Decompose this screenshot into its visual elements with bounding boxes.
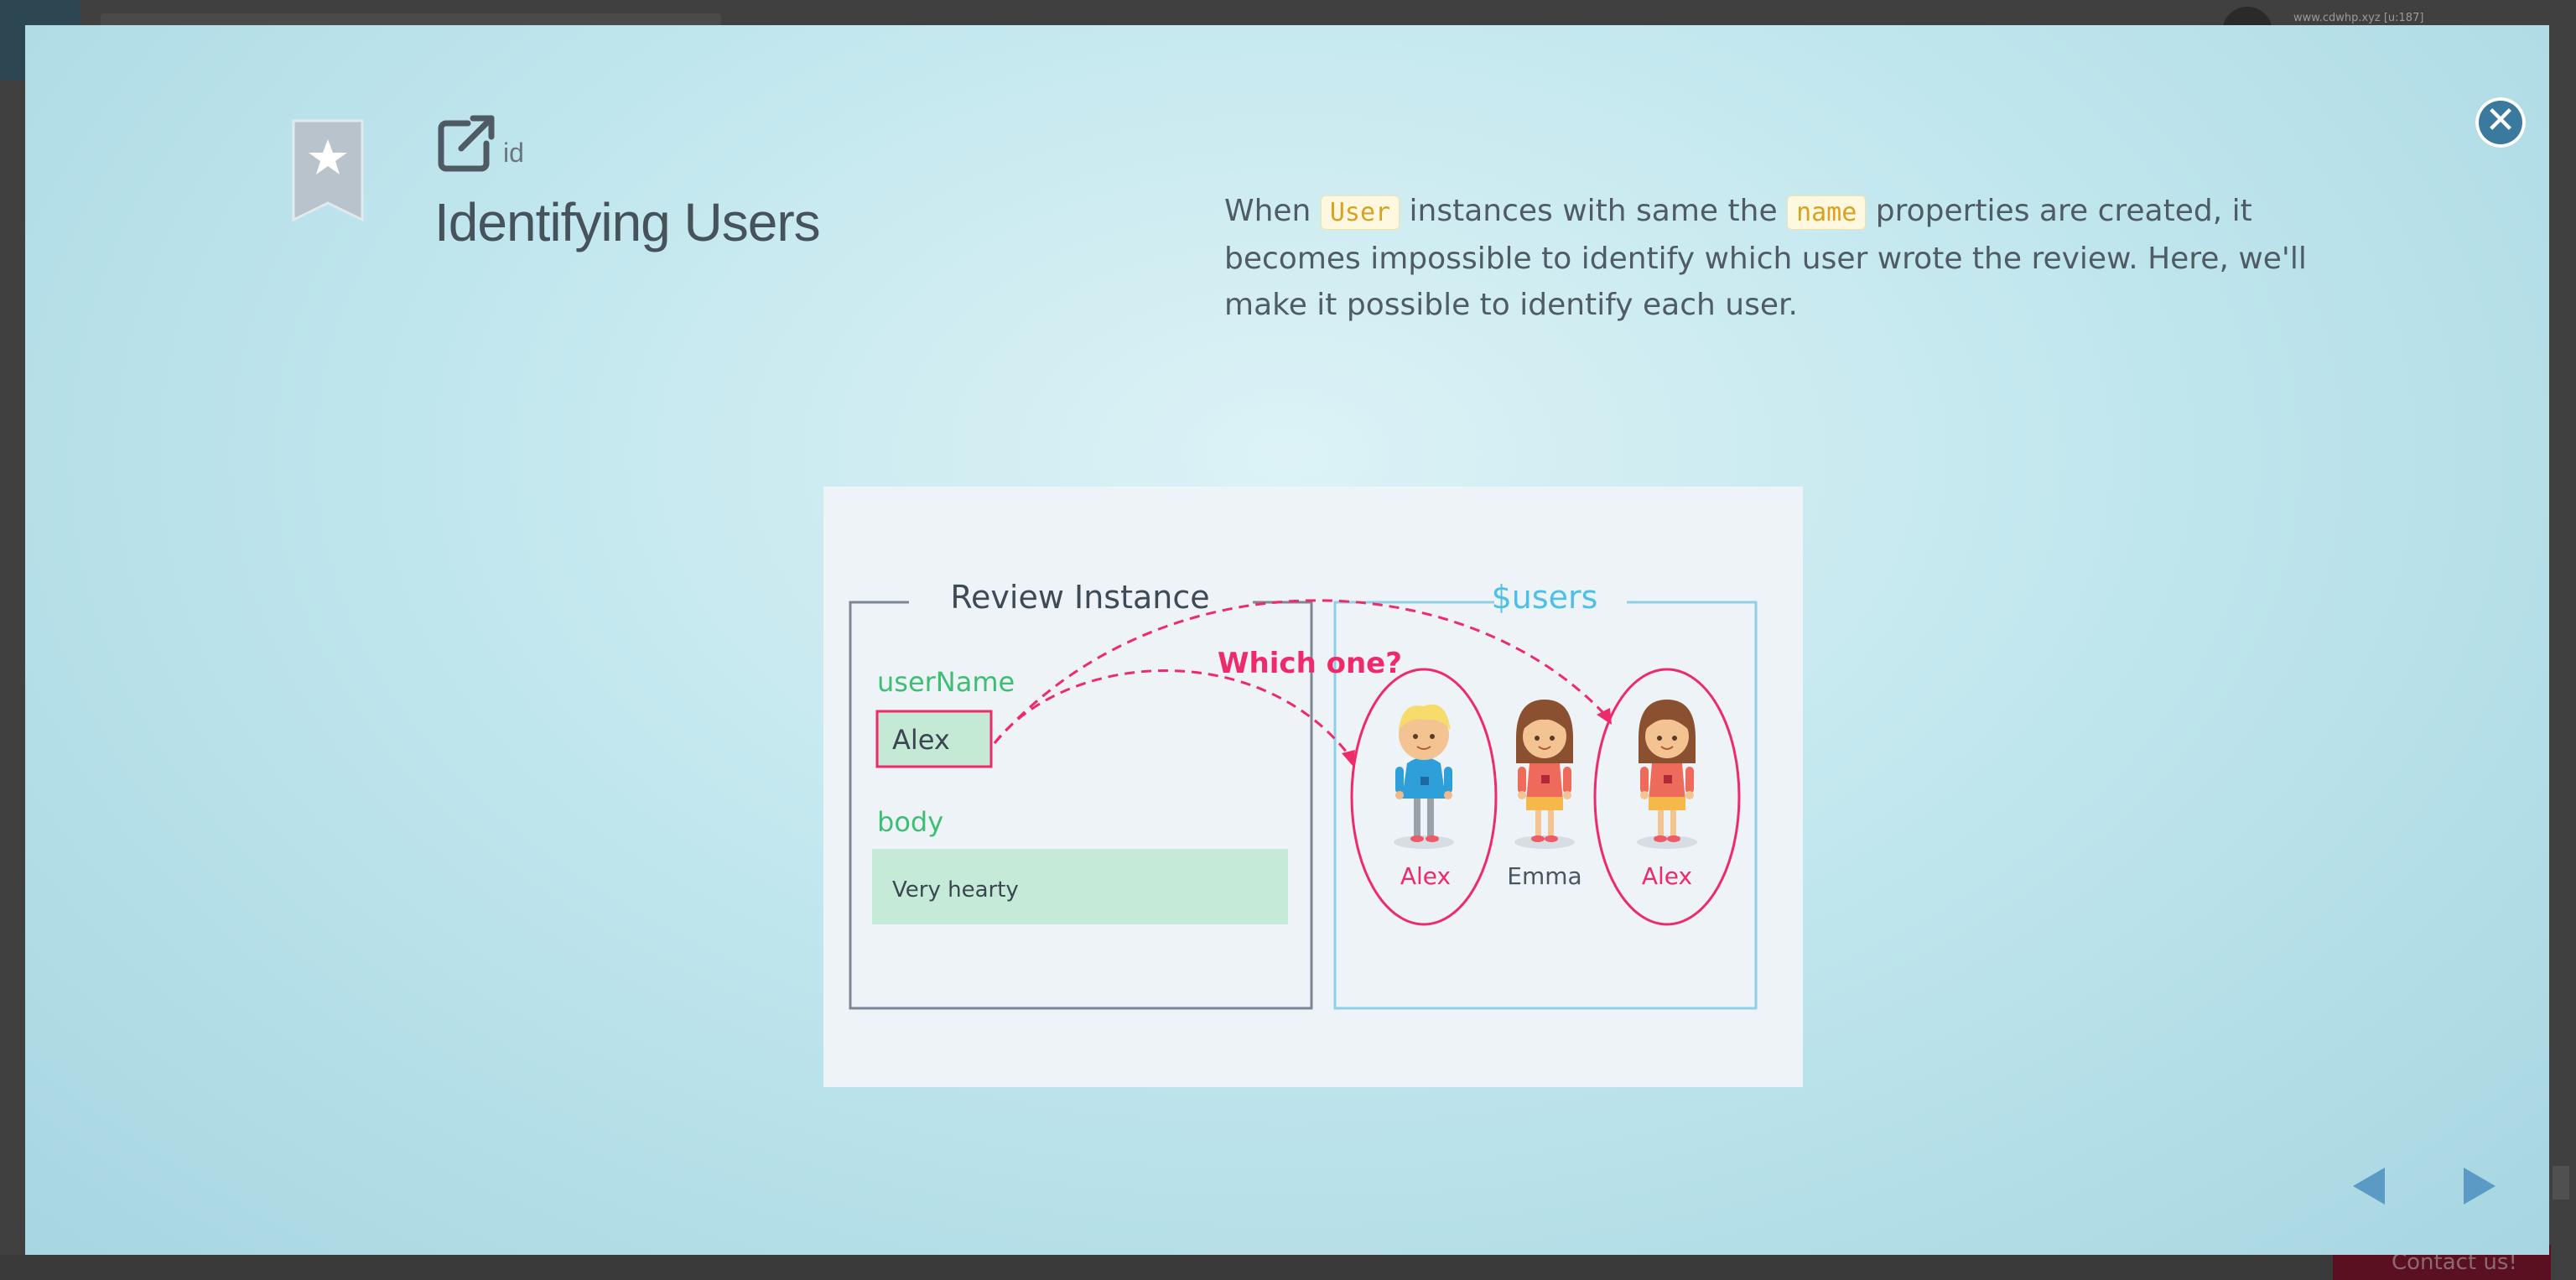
code-user: User bbox=[1320, 195, 1400, 230]
code-name: name bbox=[1787, 195, 1867, 230]
scrollbar bbox=[2553, 1166, 2569, 1199]
arrow-to-second-alex bbox=[993, 599, 1607, 744]
page-title: Identifying Users bbox=[434, 192, 821, 252]
description-text: properties are created, it becomes impos… bbox=[1224, 194, 2307, 322]
illustration: Review Instance $users userName Alex bod… bbox=[823, 487, 1803, 1087]
bottom-bar bbox=[0, 1255, 2348, 1280]
description-text: instances with same the bbox=[1400, 194, 1788, 228]
user-label-1: Alex bbox=[1400, 862, 1451, 890]
user-text: www.cdwhp.xyz [u:187] bbox=[2293, 12, 2424, 24]
username-value: Alex bbox=[892, 724, 950, 756]
description-text: When bbox=[1224, 194, 1321, 228]
review-users-diagram: Review Instance $users userName Alex bod… bbox=[849, 579, 1758, 1010]
review-title: Review Instance bbox=[950, 579, 1209, 616]
description: When User instances with same the name p… bbox=[1224, 188, 2331, 328]
triangle-right-icon bbox=[2464, 1168, 2496, 1205]
username-box bbox=[875, 710, 993, 768]
previous-button[interactable] bbox=[2348, 1161, 2398, 1211]
body-value: Very hearty bbox=[892, 877, 1019, 903]
tag-label: id bbox=[503, 138, 524, 168]
highlight-oval bbox=[1350, 668, 1498, 926]
highlight-oval bbox=[1593, 668, 1741, 926]
person-alex-boy bbox=[1394, 704, 1454, 849]
user-label-3: Alex bbox=[1642, 862, 1692, 890]
users-title: $users bbox=[1492, 579, 1598, 616]
body-label: body bbox=[877, 806, 943, 838]
review-box bbox=[849, 601, 1313, 1010]
person-alex-girl bbox=[1637, 700, 1697, 849]
external-link-icon[interactable] bbox=[436, 113, 496, 174]
person-emma bbox=[1514, 700, 1575, 849]
arrow-to-first-alex bbox=[993, 669, 1352, 757]
user-label-2: Emma bbox=[1507, 862, 1581, 890]
which-one-label: Which one? bbox=[1218, 647, 1402, 680]
triangle-left-icon bbox=[2353, 1168, 2385, 1205]
username-label: userName bbox=[877, 666, 1015, 698]
next-button[interactable] bbox=[2450, 1161, 2501, 1211]
close-icon: ✕ bbox=[2485, 99, 2516, 142]
bookmark-star-icon[interactable] bbox=[292, 119, 364, 221]
body-box bbox=[872, 849, 1288, 924]
close-button[interactable]: ✕ bbox=[2475, 97, 2526, 148]
lesson-modal: ✕ id Identifying Users When User instanc… bbox=[25, 25, 2549, 1255]
